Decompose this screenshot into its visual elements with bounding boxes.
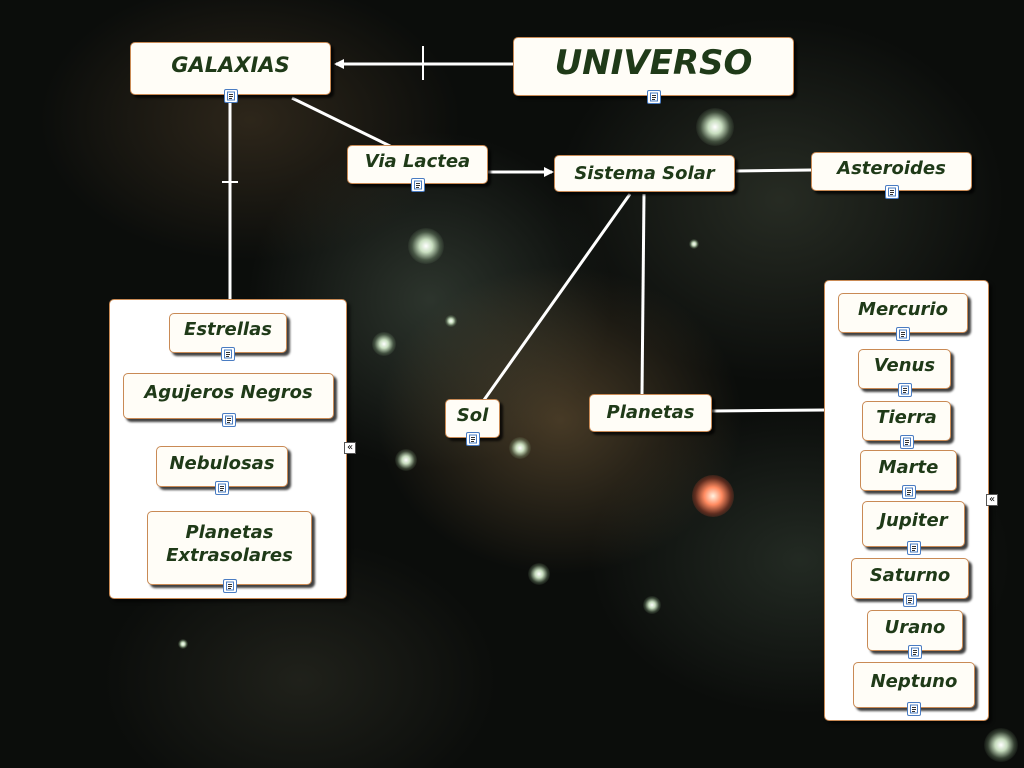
- node-nebulosas[interactable]: Nebulosas: [156, 446, 288, 487]
- link-galaxias-via-lactea: [292, 98, 392, 147]
- document-icon[interactable]: [885, 185, 899, 199]
- node-label: Urano: [885, 616, 946, 639]
- document-icon[interactable]: [898, 383, 912, 397]
- node-asteroides[interactable]: Asteroides: [811, 152, 972, 191]
- node-mercurio[interactable]: Mercurio: [838, 293, 968, 333]
- node-label: Planetas: [607, 401, 695, 424]
- document-icon[interactable]: [647, 90, 661, 104]
- node-neptuno[interactable]: Neptuno: [853, 662, 975, 708]
- node-label: Neptuno: [871, 670, 958, 693]
- link-sistema-solar-asteroides: [736, 170, 812, 171]
- document-icon[interactable]: [215, 481, 229, 495]
- document-icon[interactable]: [908, 645, 922, 659]
- node-label: Agujeros Negros: [144, 381, 312, 404]
- node-label: Marte: [879, 456, 939, 479]
- link-sistema-solar-sol: [484, 194, 630, 400]
- document-icon[interactable]: [896, 327, 910, 341]
- node-label: UNIVERSO: [555, 41, 753, 85]
- document-icon[interactable]: [223, 579, 237, 593]
- node-urano[interactable]: Urano: [867, 610, 963, 651]
- node-label: Mercurio: [858, 298, 948, 321]
- document-icon[interactable]: [902, 485, 916, 499]
- node-label: Sol: [457, 404, 489, 427]
- collapse-left-icon[interactable]: «: [986, 494, 998, 506]
- node-label: Planetas Extrasolares: [166, 521, 293, 568]
- node-label: Saturno: [870, 564, 951, 587]
- node-label: Sistema Solar: [574, 162, 714, 185]
- node-label: Tierra: [876, 406, 937, 429]
- node-planetas[interactable]: Planetas: [589, 394, 712, 432]
- document-icon[interactable]: [900, 435, 914, 449]
- document-icon[interactable]: [907, 541, 921, 555]
- link-planetas-group: [712, 410, 826, 411]
- node-via-lactea[interactable]: Via Lactea: [347, 145, 488, 184]
- collapse-left-icon[interactable]: «: [344, 442, 356, 454]
- link-sistema-solar-planetas: [642, 194, 644, 394]
- node-tierra[interactable]: Tierra: [862, 401, 951, 441]
- node-jupiter[interactable]: Jupiter: [862, 501, 965, 547]
- document-icon[interactable]: [466, 432, 480, 446]
- node-sistema-solar[interactable]: Sistema Solar: [554, 155, 735, 192]
- document-icon[interactable]: [903, 593, 917, 607]
- document-icon[interactable]: [907, 702, 921, 716]
- document-icon[interactable]: [222, 413, 236, 427]
- node-saturno[interactable]: Saturno: [851, 558, 969, 599]
- node-agujeros-negros[interactable]: Agujeros Negros: [123, 373, 334, 419]
- document-icon[interactable]: [411, 178, 425, 192]
- node-venus[interactable]: Venus: [858, 349, 951, 389]
- node-sol[interactable]: Sol: [445, 399, 500, 438]
- node-label: Asteroides: [837, 157, 946, 180]
- node-label: Jupiter: [879, 509, 947, 532]
- node-label: Venus: [874, 354, 935, 377]
- node-label: Nebulosas: [169, 452, 274, 475]
- node-planetas-extrasolares[interactable]: Planetas Extrasolares: [147, 511, 312, 585]
- node-label: Via Lactea: [365, 150, 470, 173]
- node-label: Estrellas: [184, 318, 272, 341]
- node-estrellas[interactable]: Estrellas: [169, 313, 287, 353]
- document-icon[interactable]: [221, 347, 235, 361]
- node-marte[interactable]: Marte: [860, 450, 957, 491]
- node-galaxias[interactable]: GALAXIAS: [130, 42, 331, 95]
- document-icon[interactable]: [224, 89, 238, 103]
- node-label: GALAXIAS: [171, 52, 290, 79]
- node-universo[interactable]: UNIVERSO: [513, 37, 794, 96]
